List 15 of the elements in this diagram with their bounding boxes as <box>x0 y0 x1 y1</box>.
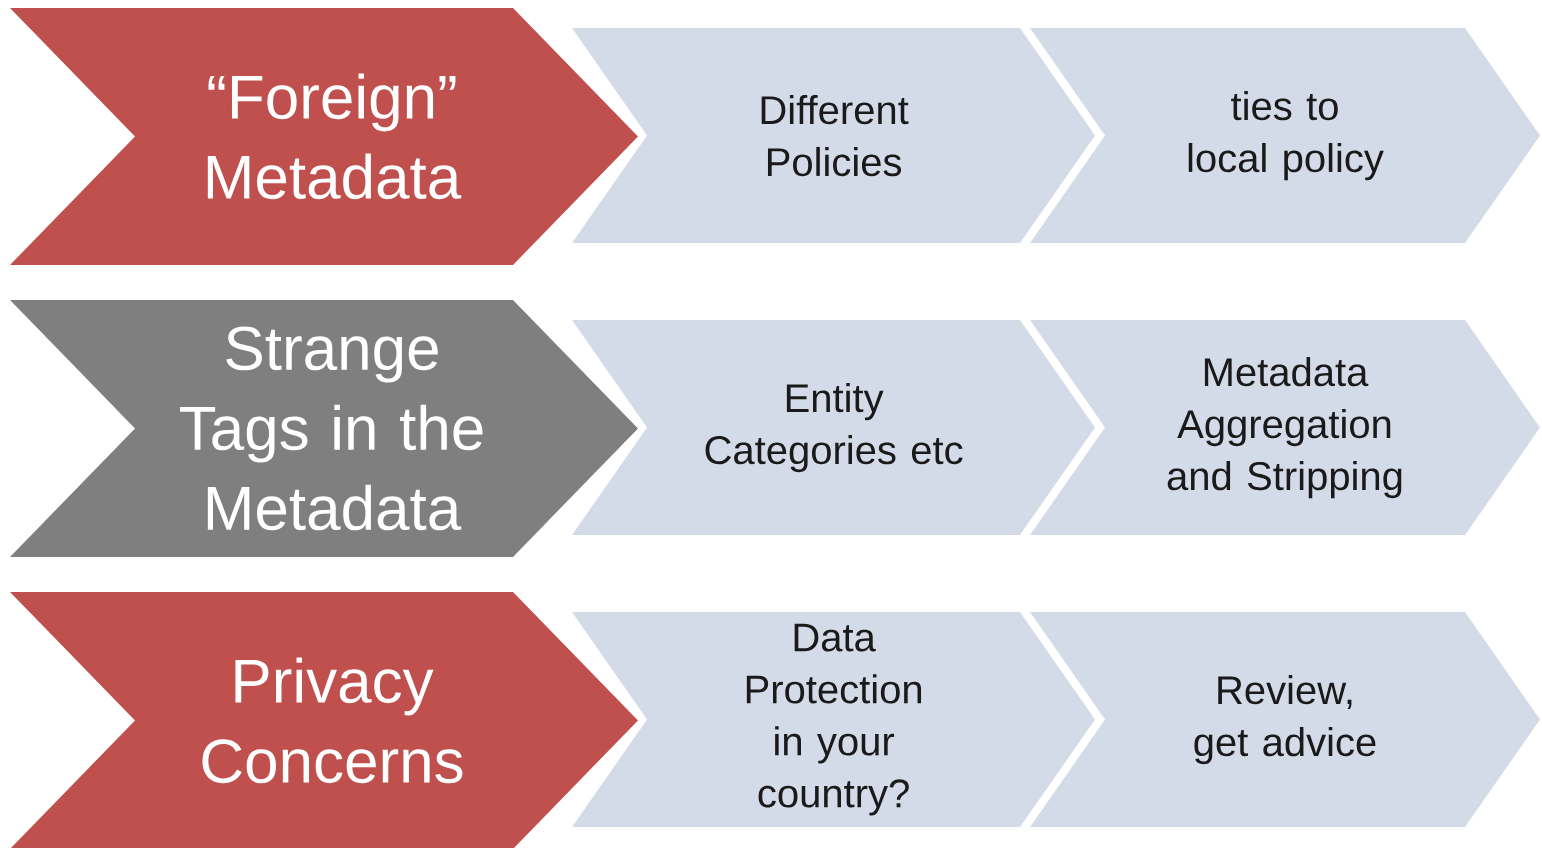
step-band: Review, get advice <box>1030 612 1540 827</box>
node-label: Different Policies <box>761 94 909 177</box>
node-label: Entity Categories etc <box>705 382 963 473</box>
step-band: Metadata Aggregation and Stripping <box>1030 320 1540 535</box>
node-label: Data Protection in your country? <box>746 623 922 816</box>
step-band: Data Protection in your country? <box>572 612 1095 827</box>
node-label: ties to local policy <box>1188 90 1384 181</box>
step-band: Privacy Concerns <box>10 592 638 848</box>
node-label: Review, get advice <box>1194 674 1376 765</box>
step-band: ties to local policy <box>1030 28 1540 243</box>
step-band: Different Policies <box>572 28 1095 243</box>
step-band: Strange Tags in the Metadata <box>10 300 638 557</box>
step-band: “Foreign” Metadata <box>10 8 638 265</box>
step-band: Entity Categories etc <box>572 320 1095 535</box>
node-label: Metadata Aggregation and Stripping <box>1167 356 1402 499</box>
